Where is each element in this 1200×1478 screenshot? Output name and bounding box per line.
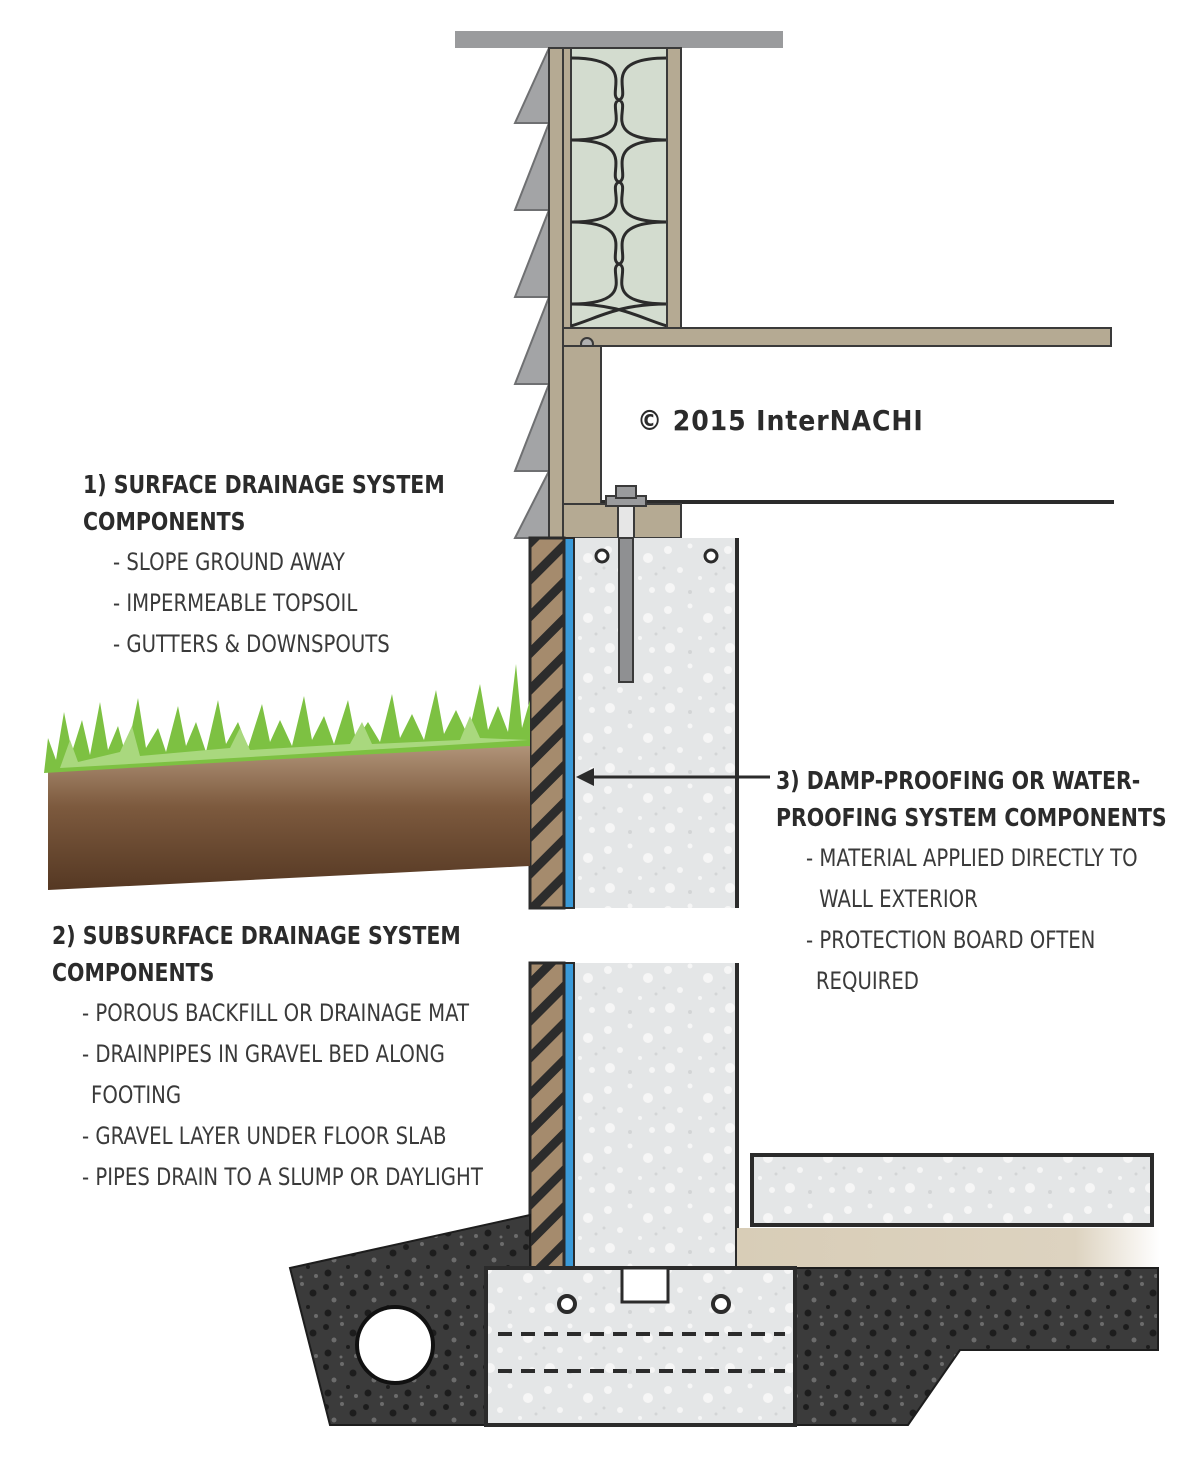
rim-joist (562, 345, 602, 505)
list-item: - SLOPE GROUND AWAY (113, 548, 345, 576)
list-item: REQUIRED (815, 967, 919, 995)
grass-highlight (60, 716, 528, 768)
copyright-label: © 2015 InterNACHI (637, 404, 924, 437)
section-title: COMPONENTS (52, 958, 215, 987)
list-item: FOOTING (91, 1081, 182, 1109)
section-title: PROOFING SYSTEM COMPONENTS (776, 803, 1167, 832)
footing-rebar (711, 1294, 731, 1314)
floor-slab (750, 1153, 1154, 1227)
list-item: - PIPES DRAIN TO A SLUMP OR DAYLIGHT (82, 1163, 483, 1191)
protection-board (528, 536, 566, 910)
protection-board-lower (528, 961, 566, 1270)
wall-stud-left (562, 47, 572, 331)
section-title: COMPONENTS (83, 507, 246, 536)
top-plate (455, 31, 783, 48)
rebar (594, 548, 610, 564)
rebar (703, 548, 719, 564)
list-item: WALL EXTERIOR (819, 885, 978, 913)
lap-siding (513, 47, 550, 539)
surface-drainage-heading: 1) SURFACE DRAINAGE SYSTEM COMPONENTS (83, 466, 524, 540)
list-item: - GRAVEL LAYER UNDER FLOOR SLAB (82, 1122, 447, 1150)
damp-proofing-list: - MATERIAL APPLIED DIRECTLY TO WALL EXTE… (806, 838, 1200, 1002)
list-item: - MATERIAL APPLIED DIRECTLY TO (806, 844, 1138, 872)
footing-rebar (557, 1294, 577, 1314)
footing-keyway (620, 1266, 670, 1304)
wall-insulation (570, 47, 668, 331)
drain-pipe (355, 1305, 435, 1385)
wall-stud-right (666, 47, 682, 331)
section-title: 2) SUBSURFACE DRAINAGE SYSTEM (52, 921, 461, 950)
list-item: - GUTTERS & DOWNSPOUTS (113, 630, 390, 658)
gravel-bed-right (794, 1267, 1159, 1426)
sand-layer (737, 1228, 1160, 1268)
list-item: - IMPERMEABLE TOPSOIL (113, 589, 358, 617)
foundation-wall-upper (574, 538, 737, 908)
sheathing (548, 47, 564, 539)
soil (48, 738, 530, 890)
surface-drainage-list: - SLOPE GROUND AWAY - IMPERMEABLE TOPSOI… (113, 542, 451, 665)
foundation-wall-lower (574, 963, 737, 1268)
damp-proofing-heading: 3) DAMP-PROOFING OR WATER- PROOFING SYST… (776, 762, 1200, 836)
section-title: 1) SURFACE DRAINAGE SYSTEM (83, 470, 445, 499)
arrow-head-icon (576, 768, 594, 786)
subsurface-drainage-heading: 2) SUBSURFACE DRAINAGE SYSTEM COMPONENTS (52, 917, 550, 991)
bolt-nut (615, 485, 637, 499)
list-item: - POROUS BACKFILL OR DRAINAGE MAT (82, 999, 470, 1027)
list-item: - DRAINPIPES IN GRAVEL BED ALONG (82, 1040, 445, 1068)
bolt-thread (617, 505, 635, 539)
insulation-curves (570, 56, 668, 328)
subfloor (562, 327, 1112, 347)
section-title: 3) DAMP-PROOFING OR WATER- (776, 766, 1141, 795)
list-item: - PROTECTION BOARD OFTEN (806, 926, 1096, 954)
subsurface-drainage-list: - POROUS BACKFILL OR DRAINAGE MAT - DRAI… (82, 993, 571, 1198)
